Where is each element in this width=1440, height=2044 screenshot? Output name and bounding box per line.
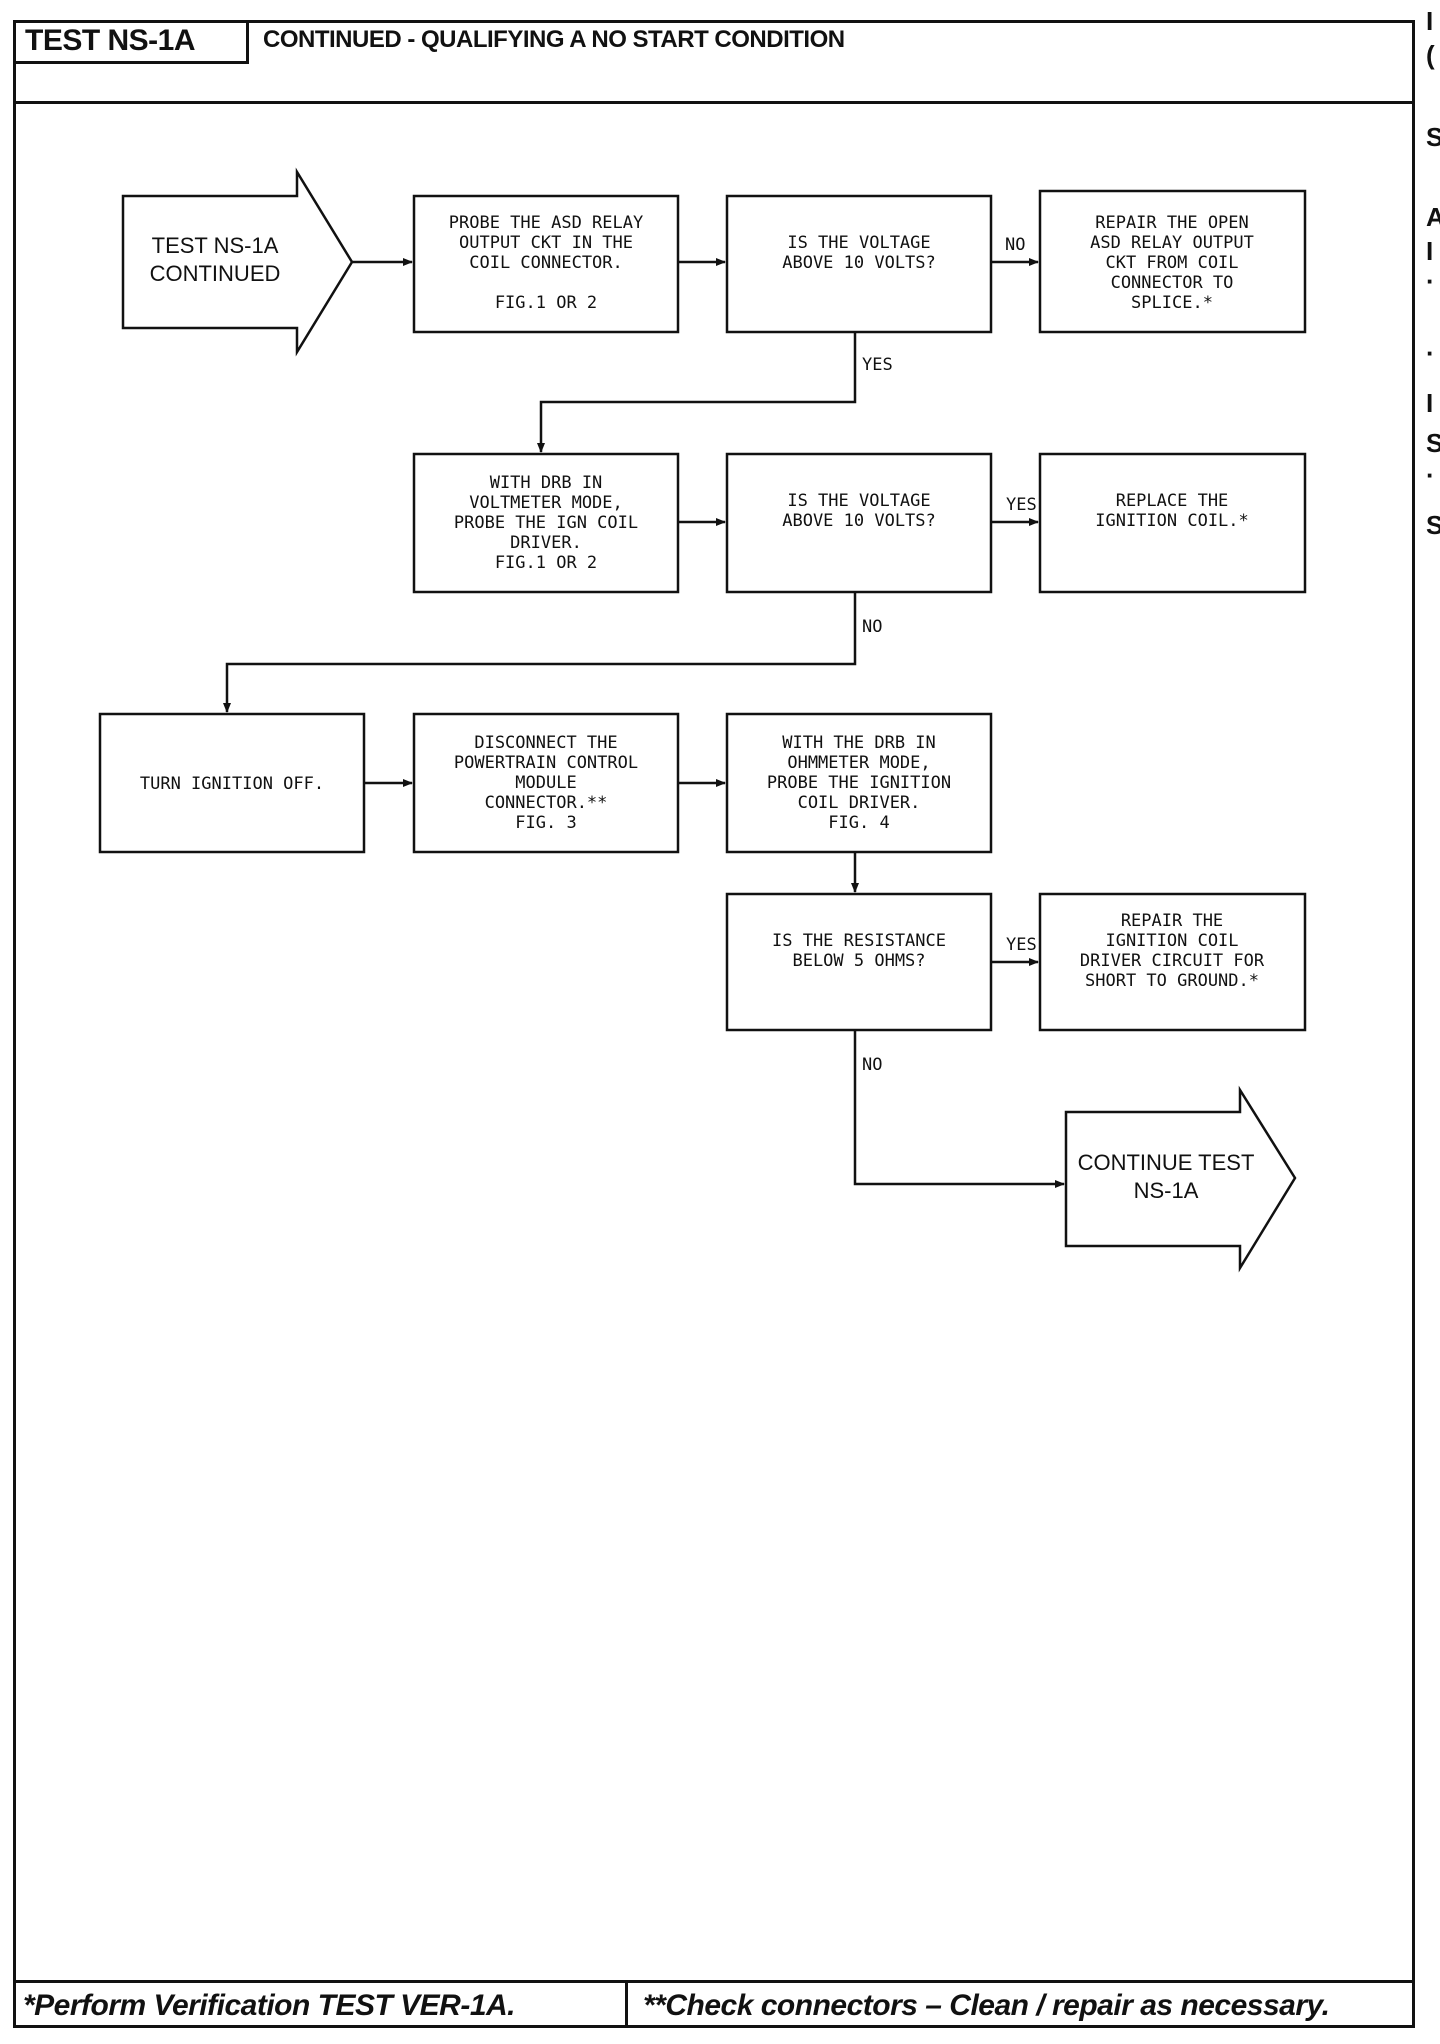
box-line: FIG. 3 (515, 813, 576, 833)
box-line: ABOVE 10 VOLTS? (782, 511, 936, 531)
edge-label-yes: YES (1006, 495, 1037, 515)
margin-glyph: S (1426, 122, 1440, 152)
margin-glyph: I (1426, 388, 1434, 418)
header: TEST NS-1A CONTINUED - QUALIFYING A NO S… (13, 20, 1415, 104)
connector-arrow (537, 332, 857, 453)
box-line: SHORT TO GROUND.* (1085, 971, 1259, 991)
connector-arrow (223, 592, 857, 713)
box-line: FIG.1 OR 2 (495, 553, 597, 573)
connector-arrow (853, 1030, 1065, 1188)
end-label-line: NS-1A (1134, 1178, 1199, 1203)
repair-short-box: REPAIR THE IGNITION COIL DRIVER CIRCUIT … (1038, 892, 1307, 1032)
box-line: COIL DRIVER. (798, 793, 921, 813)
footnote-single-asterisk: *Perform Verification TEST VER-1A. (23, 1989, 516, 2022)
margin-glyph: A (1426, 202, 1440, 232)
voltage-question-1: IS THE VOLTAGE ABOVE 10 VOLTS? (725, 194, 993, 334)
box-line: VOLTMETER MODE, (469, 493, 623, 513)
start-label-line: TEST NS-1A (152, 233, 279, 258)
box-line: DRIVER CIRCUIT FOR (1080, 951, 1265, 971)
edge-label-no: NO (862, 1055, 882, 1075)
box-line: FIG. 4 (828, 813, 889, 833)
edge-label-no: NO (1005, 235, 1025, 255)
box-line: IS THE VOLTAGE (787, 233, 930, 253)
margin-glyph: · (1426, 266, 1435, 296)
box-line: TURN IGNITION OFF. (140, 774, 324, 794)
repair-asd-box: REPAIR THE OPEN ASD RELAY OUTPUT CKT FRO… (1038, 189, 1307, 334)
box-line: ASD RELAY OUTPUT (1090, 233, 1254, 253)
box-line: IS THE VOLTAGE (787, 491, 930, 511)
box-line: BELOW 5 OHMS? (792, 951, 925, 971)
margin-glyph: ( (1426, 40, 1435, 70)
box-line: REPLACE THE (1116, 491, 1229, 511)
margin-glyph: I (1426, 6, 1434, 36)
resistance-question: IS THE RESISTANCE BELOW 5 OHMS? (725, 892, 993, 1032)
box-line: OUTPUT CKT IN THE (459, 233, 633, 253)
box-line: IS THE RESISTANCE (772, 931, 946, 951)
probe-asd-box: PROBE THE ASD RELAY OUTPUT CKT IN THE CO… (412, 194, 680, 334)
end-node: CONTINUE TEST NS-1A (1064, 1085, 1297, 1273)
margin-glyph: · (1426, 338, 1435, 368)
start-label-line: CONTINUED (150, 261, 281, 286)
right-margin-cropped-text: I ( S A I · · I S · S (1418, 0, 1440, 2044)
box-line: COIL CONNECTOR. (469, 253, 623, 273)
voltage-question-2: IS THE VOLTAGE ABOVE 10 VOLTS? (725, 452, 993, 594)
box-line: WITH DRB IN (490, 473, 603, 493)
margin-glyph: S (1426, 510, 1440, 540)
box-line: DISCONNECT THE (474, 733, 617, 753)
box-line: PROBE THE ASD RELAY (449, 213, 643, 233)
box-line: CKT FROM COIL (1105, 253, 1238, 273)
box-line: IGNITION COIL (1105, 931, 1238, 951)
box-line: REPAIR THE OPEN (1095, 213, 1249, 233)
edge-label-yes: YES (862, 355, 893, 375)
box-line: CONNECTOR.** (485, 793, 608, 813)
page-frame (13, 20, 1415, 2028)
connectors (223, 258, 1065, 1188)
footer: *Perform Verification TEST VER-1A. **Che… (13, 1980, 1415, 2028)
test-id: TEST NS-1A (13, 20, 249, 64)
box-line: POWERTRAIN CONTROL (454, 753, 638, 773)
box-line: FIG.1 OR 2 (495, 293, 597, 313)
turn-ignition-off-box: TURN IGNITION OFF. (98, 712, 366, 854)
edge-label-no: NO (862, 617, 882, 637)
box-line: OHMMETER MODE, (787, 753, 930, 773)
box-line: IGNITION COIL.* (1095, 511, 1249, 531)
box-line: CONNECTOR TO (1111, 273, 1234, 293)
replace-coil-box: REPLACE THE IGNITION COIL.* (1038, 452, 1307, 594)
drb-ohmmeter-box: WITH THE DRB IN OHMMETER MODE, PROBE THE… (725, 712, 993, 854)
footer-divider (625, 1983, 628, 2028)
margin-glyph: · (1426, 460, 1435, 490)
box-line: DRIVER. (510, 533, 582, 553)
disconnect-pcm-box: DISCONNECT THE POWERTRAIN CONTROL MODULE… (412, 712, 680, 854)
box-line: PROBE THE IGNITION (767, 773, 951, 793)
box-line: ABOVE 10 VOLTS? (782, 253, 936, 273)
box-line: SPLICE.* (1131, 293, 1213, 313)
end-label-line: CONTINUE TEST (1078, 1150, 1255, 1175)
box-line: REPAIR THE (1121, 911, 1223, 931)
margin-glyph: S (1426, 428, 1440, 458)
edge-label-yes: YES (1006, 935, 1037, 955)
box-line: PROBE THE IGN COIL (454, 513, 638, 533)
drb-voltmeter-box: WITH DRB IN VOLTMETER MODE, PROBE THE IG… (412, 452, 680, 594)
start-node: TEST NS-1A CONTINUED (121, 167, 354, 357)
footnote-double-asterisk: **Check connectors – Clean / repair as n… (643, 1989, 1330, 2022)
box-line: MODULE (515, 773, 576, 793)
margin-glyph: I (1426, 236, 1434, 266)
page-title: CONTINUED - QUALIFYING A NO START CONDIT… (263, 26, 845, 53)
box-line: WITH THE DRB IN (782, 733, 936, 753)
